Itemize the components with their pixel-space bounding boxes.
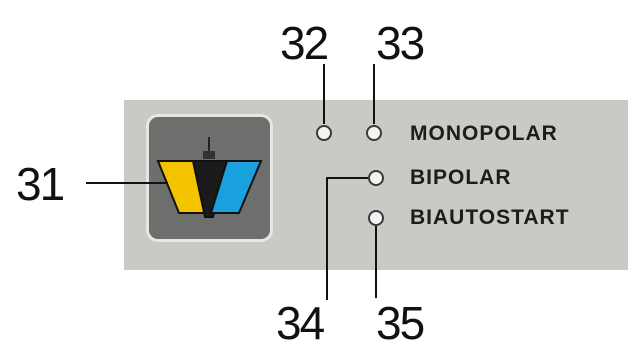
callout-35: 35 [376, 297, 425, 349]
mode-label-monopolar: MONOPOLAR [410, 122, 558, 145]
indicator-lamp-biautostart [368, 210, 384, 226]
indicator-lamp-32 [316, 125, 332, 141]
callout-33: 33 [376, 17, 425, 69]
callout-31: 31 [16, 158, 65, 210]
mode-label-biautostart: BIAUTOSTART [410, 206, 570, 229]
callout-32: 32 [280, 17, 329, 69]
footswitch-pedal-icon [156, 137, 263, 218]
indicator-lamp-bipolar [368, 170, 384, 186]
footswitch-button[interactable] [146, 114, 273, 242]
mode-label-bipolar: BIPOLAR [410, 166, 512, 189]
indicator-lamp-monopolar [366, 125, 382, 141]
callout-34: 34 [276, 297, 325, 349]
